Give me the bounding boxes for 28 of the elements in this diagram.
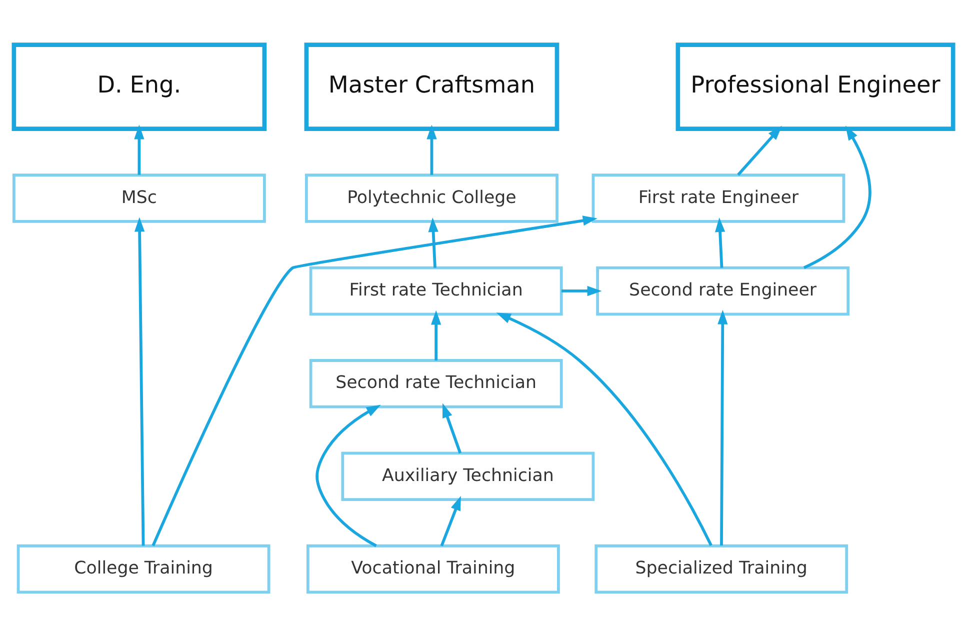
node-box: First rate Engineer <box>592 173 846 222</box>
node-box: Second rate Technician <box>309 358 563 408</box>
arrow <box>440 495 461 546</box>
node-box: Auxiliary Technician <box>341 451 595 500</box>
node-box: Professional Engineer <box>676 42 956 130</box>
node-box: First rate Technician <box>309 266 563 316</box>
node-box: College Training <box>16 544 270 594</box>
arrow <box>718 309 728 546</box>
arrow <box>316 404 381 547</box>
arrow <box>134 216 145 546</box>
arrow <box>428 217 438 268</box>
node-box: MSc <box>12 173 266 222</box>
node-box: Master Craftsman <box>304 42 560 130</box>
arrow <box>134 124 144 174</box>
arrow <box>496 312 712 546</box>
arrow <box>714 217 726 268</box>
arrow <box>426 124 437 174</box>
node-box: D. Eng. <box>12 42 267 130</box>
node-box: Vocational Training <box>306 544 560 594</box>
node-box: Second rate Engineer <box>596 266 850 316</box>
node-box: Polytechnic College <box>305 173 558 222</box>
arrow <box>442 402 462 454</box>
arrow <box>737 125 782 176</box>
arrow <box>431 310 442 360</box>
arrow <box>152 215 598 546</box>
arrow <box>803 125 872 268</box>
node-box: Specialized Training <box>594 544 848 594</box>
arrow <box>562 285 602 296</box>
